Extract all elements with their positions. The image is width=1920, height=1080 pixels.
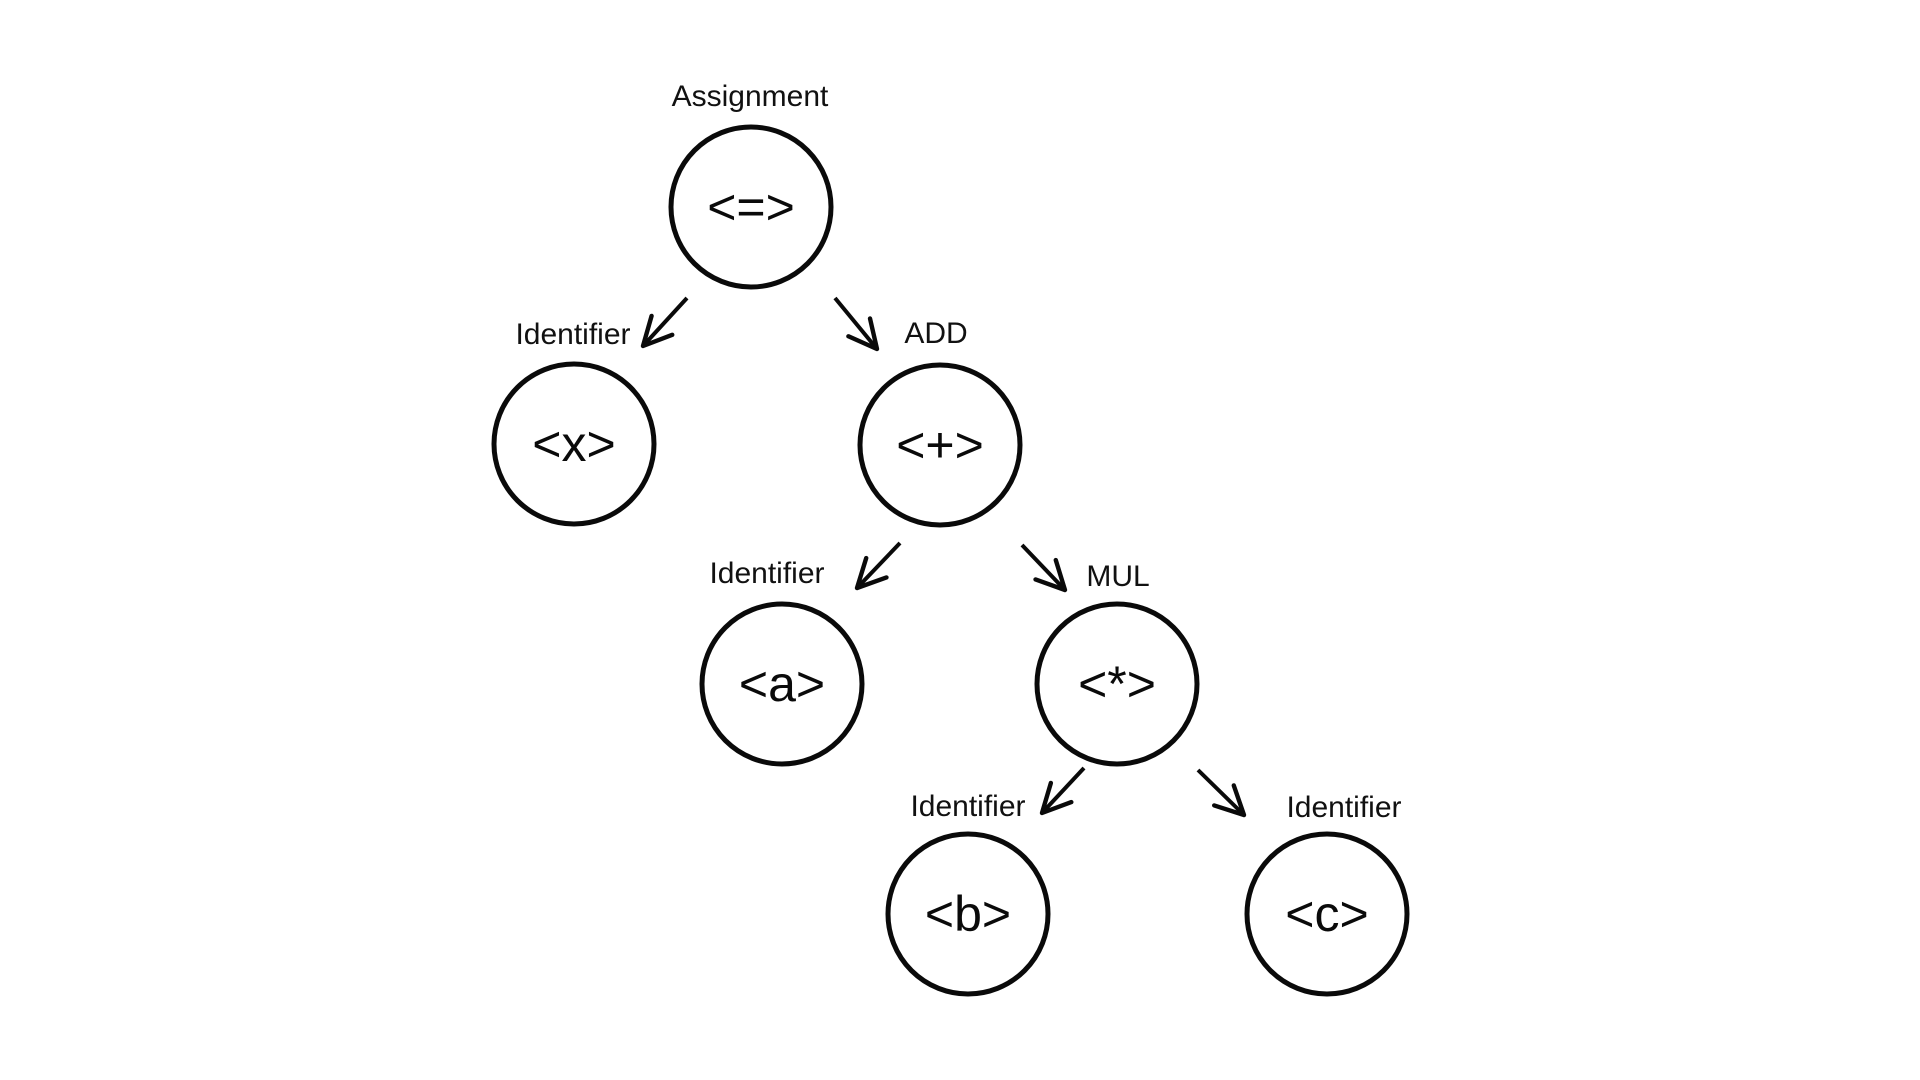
- node-mul-circle: [1034, 601, 1200, 767]
- node-identifier-b-label: Identifier: [910, 790, 1025, 823]
- node-assignment-label: Assignment: [672, 80, 829, 113]
- node-identifier-a-label: Identifier: [709, 557, 824, 590]
- node-identifier-a-circle: [699, 601, 865, 767]
- node-identifier-c-circle: [1244, 831, 1410, 997]
- node-add-label: ADD: [904, 317, 967, 350]
- node-identifier-x-circle: [491, 361, 657, 527]
- node-add-circle: [857, 362, 1023, 528]
- node-assignment-circle: [668, 124, 834, 290]
- edge-assignment-to-identifier-x: [640, 296, 689, 349]
- node-identifier-x-value: <x>: [532, 416, 615, 472]
- node-identifier-b-value: <b>: [925, 886, 1011, 942]
- node-identifier-c-label: Identifier: [1286, 791, 1401, 824]
- edge-add-to-identifier-a: [854, 541, 902, 591]
- node-mul-label: MUL: [1086, 560, 1149, 593]
- node-assignment-value: <=>: [707, 179, 795, 235]
- node-identifier-a-value: <a>: [739, 656, 825, 712]
- edge-add-to-mul: [1020, 543, 1068, 593]
- node-identifier-b-circle: [885, 831, 1051, 997]
- edge-assignment-to-add: [833, 296, 880, 352]
- edge-mul-to-identifier-b: [1039, 766, 1086, 816]
- node-identifier-c-value: <c>: [1285, 886, 1368, 942]
- node-mul-value: <*>: [1078, 656, 1156, 712]
- edge-mul-to-identifier-c: [1196, 768, 1247, 818]
- node-add-value: <+>: [896, 417, 984, 473]
- node-identifier-x-label: Identifier: [515, 318, 630, 351]
